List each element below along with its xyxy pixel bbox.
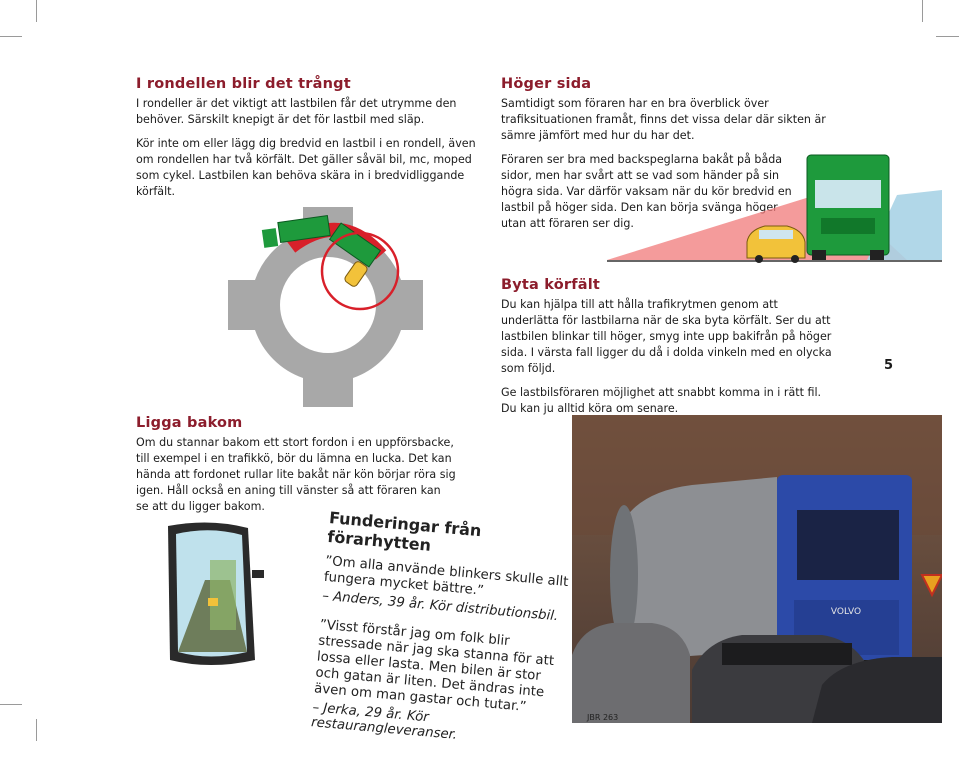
section-text-ligga-bakom: Om du stannar bakom ett stort fordon i e… — [136, 435, 456, 523]
section-text-hoger-sida: Samtidigt som föraren har en bra överbli… — [501, 96, 841, 240]
truck-cab — [261, 228, 279, 248]
paragraph: I rondeller är det viktigt att lastbilen… — [136, 97, 457, 126]
mirror-arm — [252, 570, 264, 578]
car-wheel — [791, 255, 799, 263]
side-mirror-illustration — [168, 522, 264, 665]
truck-wheel — [870, 250, 884, 260]
section-heading-byta-korfalt: Byta körfält — [501, 277, 601, 293]
cab-windshield — [797, 510, 899, 580]
warning-circle — [320, 231, 400, 311]
truck-grille — [821, 218, 875, 234]
crop-mark — [922, 0, 923, 22]
mirror-truck — [210, 560, 236, 630]
crop-mark — [36, 0, 37, 22]
paragraph: Samtidigt som föraren har en bra överbli… — [501, 97, 826, 142]
crop-mark — [936, 36, 959, 37]
truck-traffic-photo: VOLVO JBR 263 — [572, 415, 942, 723]
section-heading-ligga-bakom: Ligga bakom — [136, 415, 243, 431]
car-windshield — [759, 230, 793, 239]
yellow-car — [344, 261, 368, 287]
crop-mark — [36, 719, 37, 741]
paragraph: Kör inte om eller lägg dig bredvid en la… — [136, 137, 476, 198]
yield-sign — [920, 574, 942, 598]
section-heading-hoger-sida: Höger sida — [501, 76, 592, 92]
car-wheel — [755, 255, 763, 263]
truck-trailer — [277, 215, 331, 243]
section-heading-rondell: I rondellen blir det trångt — [136, 76, 351, 92]
roundabout-illustration — [228, 207, 423, 407]
section-text-rondell: I rondeller är det viktigt att lastbilen… — [136, 96, 481, 208]
tanker-end — [610, 505, 638, 645]
car-dark-right — [812, 657, 942, 723]
paragraph: Ge lastbilsföraren möjlighet att snabbt … — [501, 386, 822, 415]
section-text-byta-korfalt: Du kan hjälpa till att hålla trafikrytme… — [501, 297, 836, 425]
trailer-second — [328, 222, 382, 268]
mirror-car — [208, 598, 218, 606]
car-left — [572, 623, 690, 723]
quote-box: Funderingar från förarhytten ”Om alla an… — [309, 508, 574, 765]
blind-spot-illustration — [607, 154, 942, 263]
tanker-body — [612, 477, 777, 660]
paragraph: Du kan hjälpa till att hålla trafikrytme… — [501, 298, 832, 375]
license-plate: JBR 263 — [586, 713, 618, 722]
car-front-right-window — [722, 643, 852, 665]
paragraph: Föraren ser bra med backspeglarna bakåt … — [501, 153, 792, 230]
truck-brand-logo: VOLVO — [831, 607, 861, 617]
crop-mark — [0, 36, 22, 37]
truck-windshield — [815, 180, 881, 208]
page-number: 5 — [884, 358, 894, 373]
truck-wheel — [812, 250, 826, 260]
crop-mark — [0, 704, 22, 705]
paragraph: Om du stannar bakom ett stort fordon i e… — [136, 436, 456, 513]
